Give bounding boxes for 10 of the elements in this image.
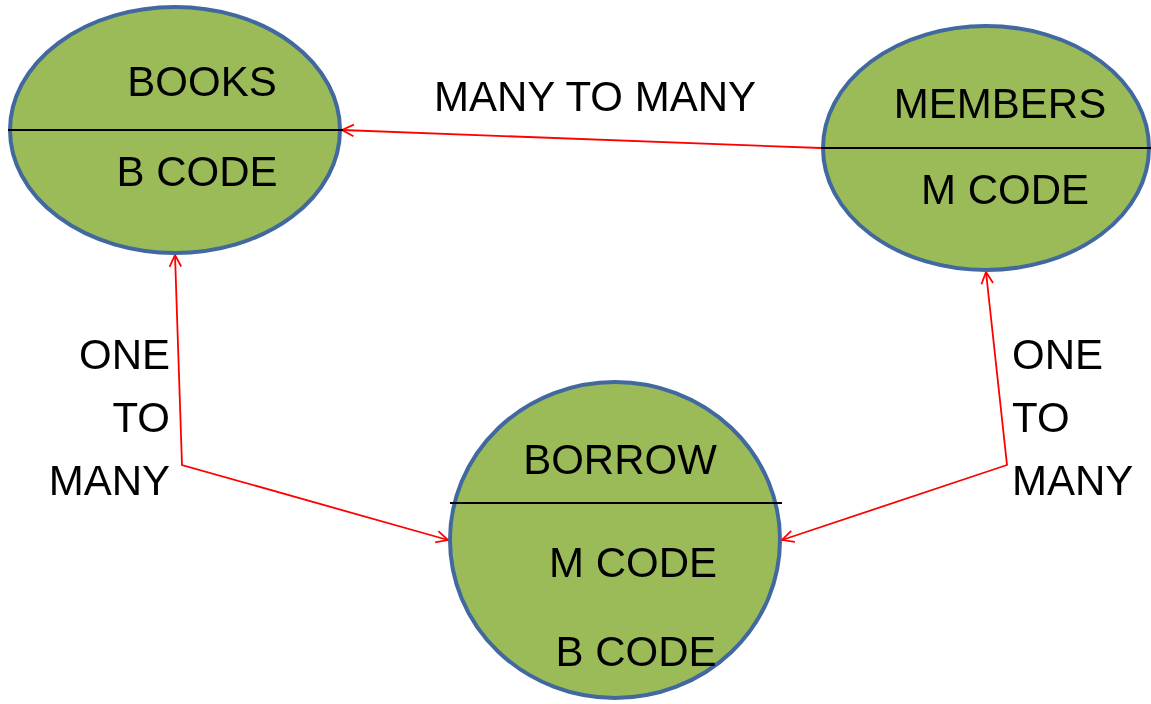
attribute-name: B CODE (555, 631, 717, 673)
attribute-name: B CODE (116, 151, 278, 193)
attribute-name: M CODE (921, 169, 1089, 211)
entity-name: BOOKS (127, 61, 277, 103)
arrow (341, 123, 822, 149)
entity-name: BORROW (523, 439, 717, 481)
attribute-name: M CODE (549, 542, 717, 584)
arrow (168, 254, 449, 544)
arrow (781, 271, 1008, 543)
entity-name: MEMBERS (893, 83, 1107, 125)
